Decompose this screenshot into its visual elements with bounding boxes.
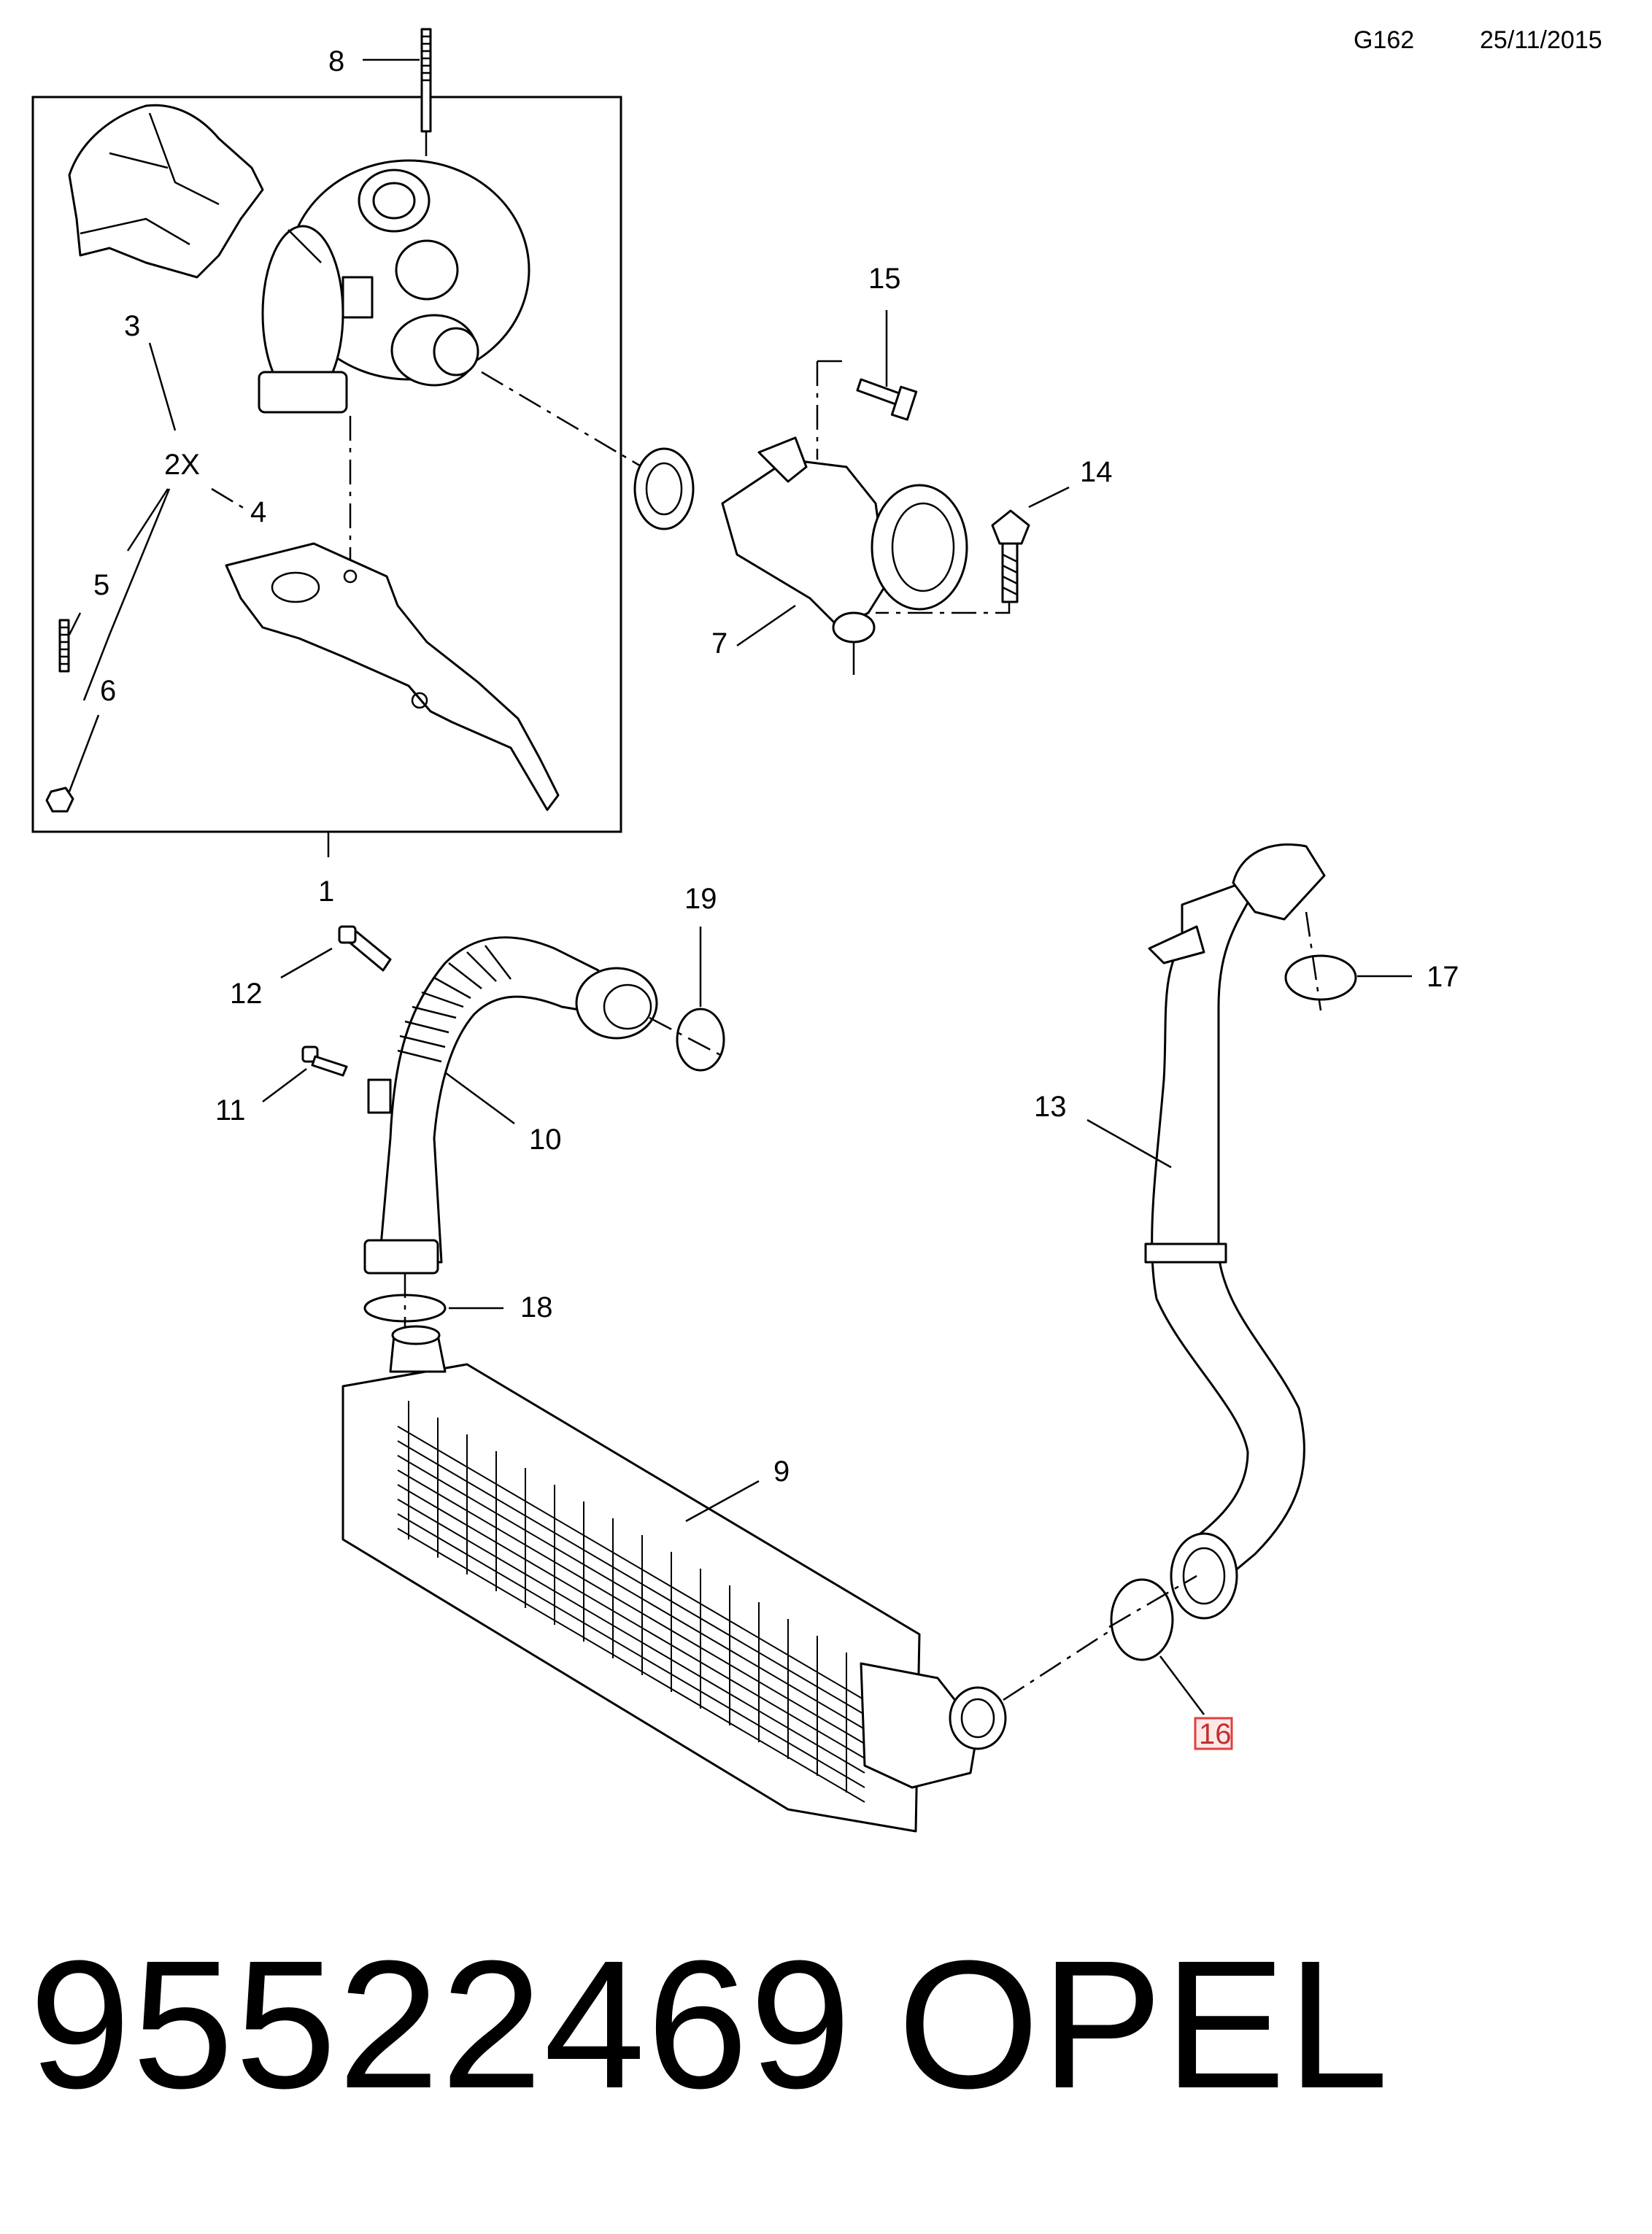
diagram-date: 25/11/2015 (1480, 26, 1602, 54)
turbocharger (258, 159, 530, 414)
part-8-stud (420, 28, 432, 133)
callout-8: 8 (328, 45, 344, 77)
part-3-heat-shield (68, 104, 264, 279)
callout-13: 13 (1034, 1091, 1067, 1123)
assembly-1-frame (31, 96, 622, 833)
part-12-bolt (338, 925, 392, 972)
callout-17: 17 (1427, 961, 1459, 993)
part-4-shield (225, 542, 560, 811)
part-10-hose (363, 936, 658, 1275)
callout-14: 14 (1080, 456, 1113, 488)
callout-12: 12 (230, 978, 263, 1010)
brand-name: OPEL (898, 1922, 1390, 2126)
part-7-outlet-housing (633, 436, 968, 675)
callout-10: 10 (529, 1124, 562, 1156)
part-11-bolt (301, 1046, 348, 1077)
callout-16-highlight (1194, 1717, 1233, 1750)
callout-7: 7 (711, 627, 727, 660)
part-14-screw (991, 509, 1030, 603)
part-13-hose (1144, 843, 1326, 1620)
callout-9: 9 (773, 1456, 790, 1488)
callout-1: 1 (318, 876, 334, 908)
callout-19: 19 (684, 883, 717, 915)
part-5-stud (58, 619, 70, 673)
callout-18: 18 (520, 1291, 553, 1323)
diagram-code: G162 (1354, 26, 1415, 54)
callout-2x: 2X (164, 449, 200, 481)
callout-5: 5 (93, 569, 109, 601)
callout-16: 16 (1199, 1718, 1232, 1750)
callout-3: 3 (124, 310, 140, 342)
part-19-seal (676, 1008, 725, 1072)
callout-6: 6 (100, 675, 116, 707)
part-number: 95522469 (29, 1922, 853, 2126)
callout-15: 15 (868, 263, 901, 295)
callout-4: 4 (250, 496, 266, 528)
callout-11: 11 (215, 1094, 246, 1126)
part-17-seal (1284, 954, 1357, 1001)
part-6-nut (45, 786, 74, 813)
part-15-bolt (856, 378, 918, 421)
part-9-intercooler (341, 1325, 1007, 1833)
